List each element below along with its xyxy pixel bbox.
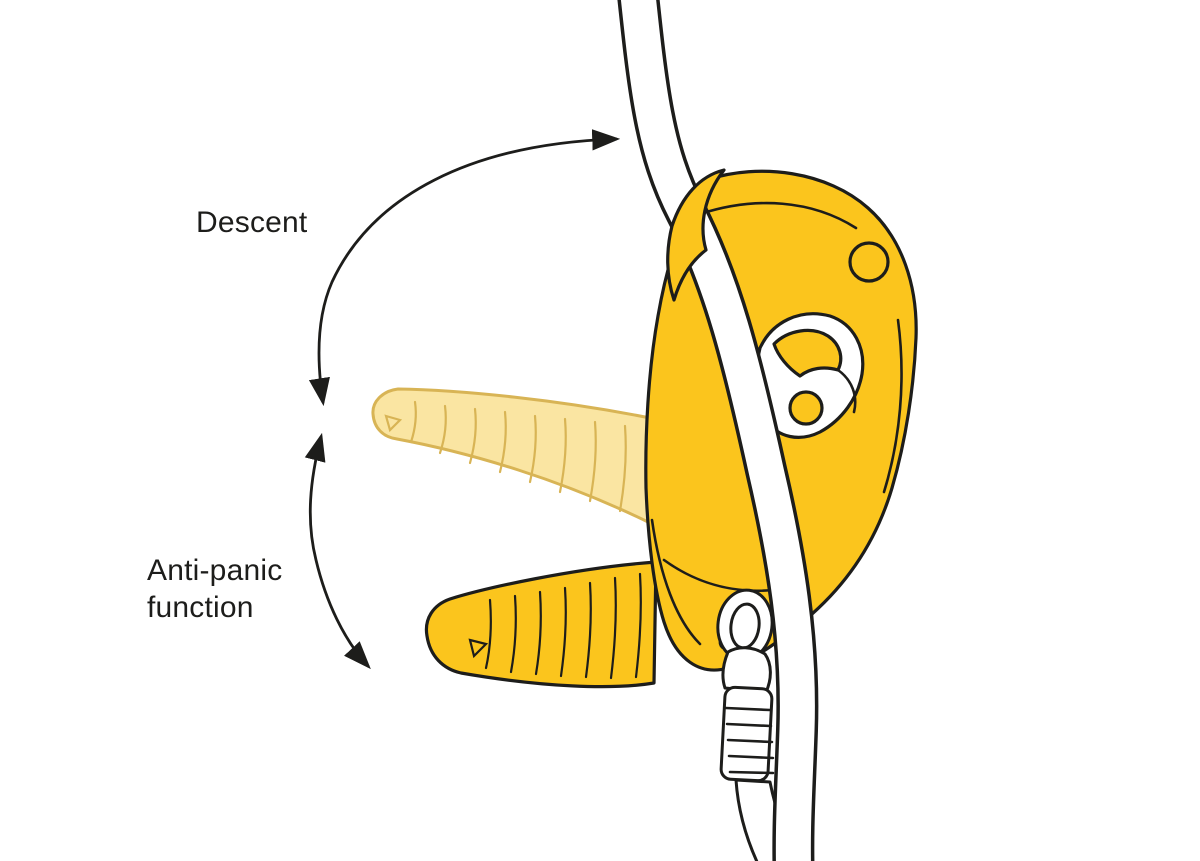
handle-descent-position [371, 387, 652, 524]
handle-faded-body [371, 387, 652, 524]
device-rivet [848, 241, 890, 283]
connector-screw-sleeve [719, 685, 774, 783]
handle-solid-tip-notch [468, 638, 489, 659]
device-axle [788, 390, 824, 426]
handle-anti-panic-position [424, 560, 658, 689]
device-rope-retaining-horn [666, 168, 726, 302]
device-cam-hook-line [836, 368, 857, 414]
handle-faded-tip-notch [384, 414, 403, 433]
descent-arrow [308, 129, 621, 407]
rope [617, 0, 819, 861]
device-top-rim-line [698, 201, 858, 230]
connector-sleeve-threads [724, 706, 775, 775]
device-right-rim-line [882, 318, 903, 494]
anti-panic-arrow [304, 432, 371, 670]
rope-fill [620, 0, 815, 861]
connector-neck [721, 646, 772, 694]
anti-panic-label: Anti-panic function [147, 554, 283, 624]
device-lower-left-rim-line [650, 518, 702, 646]
handle-solid-ribs [484, 572, 642, 680]
descent-label: Descent [196, 206, 308, 239]
